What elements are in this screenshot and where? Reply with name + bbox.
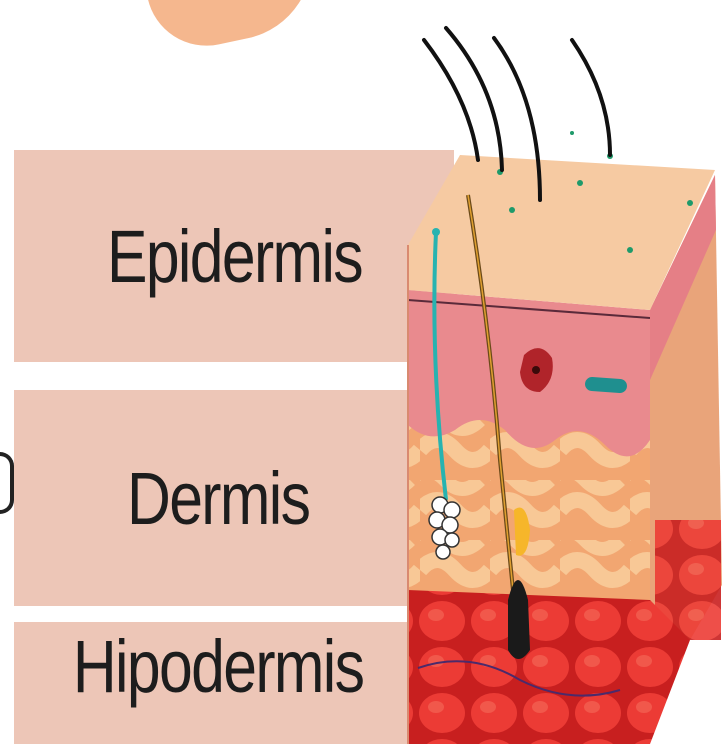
nerve-receptor [585, 377, 628, 394]
hypodermis-fat [408, 590, 690, 744]
